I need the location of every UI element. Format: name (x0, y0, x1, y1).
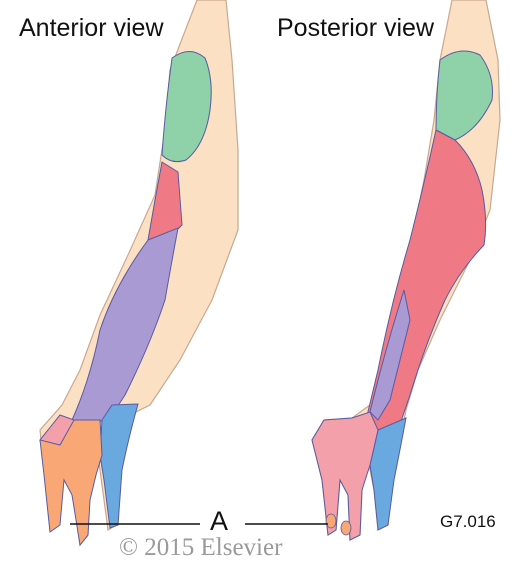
figure-code: G7.016 (440, 512, 496, 531)
anterior-ulnar-region (99, 403, 139, 529)
callout-label: A (210, 506, 229, 536)
anterior-view-title: Anterior view (19, 14, 164, 42)
posterior-view-title: Posterior view (277, 14, 434, 42)
posterior-fingertip-1 (325, 513, 337, 529)
anterior-thumb-region (39, 414, 75, 446)
posterior-ulnar-region (369, 417, 407, 531)
anterior-hand-region (39, 419, 103, 547)
anterior-axillary-region (161, 51, 212, 163)
posterior-axillary-region (435, 50, 493, 141)
copyright-notice: © 2015 Elsevier (119, 534, 283, 561)
posterior-arm (311, 0, 501, 541)
anterior-arm (39, 0, 239, 547)
posterior-fingertip-2 (340, 520, 352, 536)
posterior-median-region (369, 289, 411, 421)
posterior-hand-region (311, 411, 379, 541)
